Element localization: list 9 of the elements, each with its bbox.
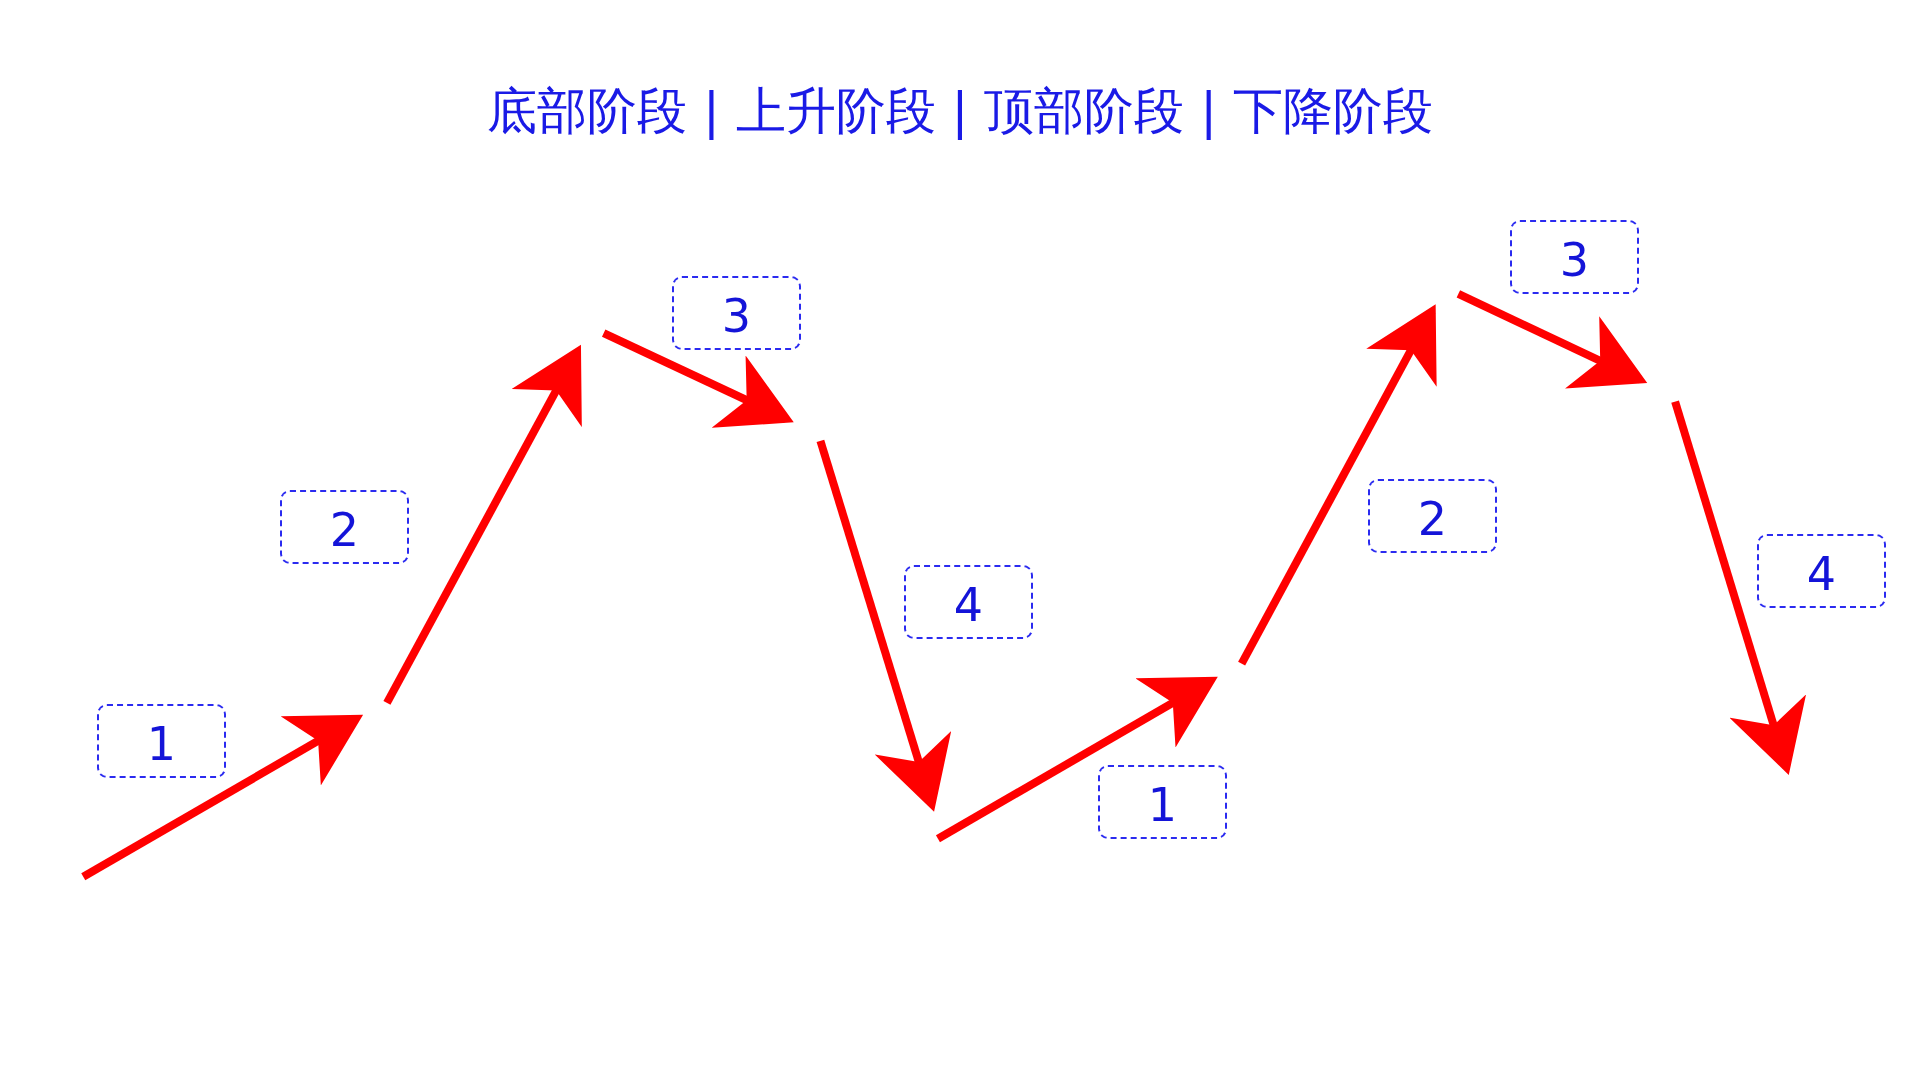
- phase-number-box: 4: [904, 565, 1033, 639]
- phase-number-box: 2: [1368, 479, 1497, 553]
- phase-number-box: 1: [1098, 765, 1227, 839]
- title: 底部阶段 | 上升阶段 | 顶部阶段 | 下降阶段: [487, 81, 1433, 142]
- phase-number-box: 2: [280, 490, 409, 564]
- phase-number-box: 3: [1510, 220, 1639, 294]
- phase-number-box: 3: [672, 276, 801, 350]
- phase-number-box: 1: [97, 704, 226, 778]
- phase-number-box: 4: [1757, 534, 1886, 608]
